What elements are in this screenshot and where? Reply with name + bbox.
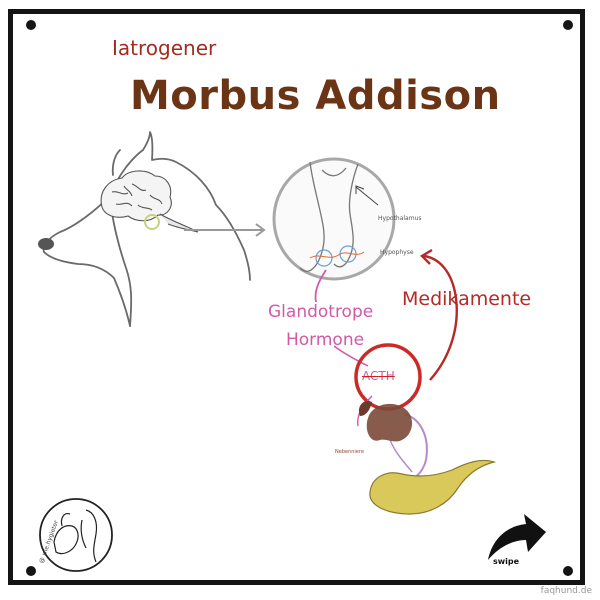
dog-head-icon: [42, 131, 251, 327]
subtitle: Iatrogener: [112, 36, 217, 60]
hypophyse-label: Hypophyse: [380, 249, 414, 256]
pointer-arrowhead: [255, 223, 266, 237]
poster-frame: [8, 9, 585, 585]
website-watermark: faqhund.de: [540, 586, 592, 596]
adrenal-gland-shape: [358, 400, 372, 416]
hormone-arrow-top: [314, 269, 327, 303]
medikamente-label: Medikamente: [402, 288, 532, 310]
feedback-arrowhead: [420, 248, 433, 265]
zoom-circle: [272, 157, 396, 281]
hypothalamus-shape: [299, 161, 359, 273]
feedback-arrow: [423, 254, 458, 381]
vessel-purple: [389, 439, 413, 473]
gland-vessel: [309, 251, 365, 259]
hormone-arrow-bottom: [333, 345, 369, 367]
glandotrope-label: Glandotrope: [268, 302, 374, 322]
brain-icon: [100, 170, 199, 233]
corner-dot: [26, 566, 36, 576]
logo-figure: [53, 509, 98, 563]
glandotrope-hormone-label: Glandotrope Hormone: [268, 298, 373, 354]
corner-dot: [563, 566, 573, 576]
swipe-label[interactable]: swipe: [493, 557, 520, 566]
dog-nose: [38, 238, 54, 250]
swipe-arrow-icon[interactable]: [488, 514, 546, 560]
hormone-label: Hormone: [286, 330, 365, 350]
nebenniere-label: Nebenniere: [335, 449, 364, 455]
hypothalamus-label: Hypothalamus: [378, 215, 422, 222]
page-title: Morbus Addison: [130, 73, 501, 119]
corner-dot: [26, 20, 36, 30]
yellow-organ: [369, 459, 497, 515]
acth-label: ACTH: [362, 369, 395, 383]
hypothalamus-pointer-head: [355, 185, 365, 194]
niere-label: Niere: [372, 424, 409, 438]
corner-dot: [563, 20, 573, 30]
hypothalamus-pointer: [355, 186, 379, 206]
gland-blob: [315, 249, 333, 267]
kidney-shape: [366, 403, 413, 442]
pituitary-marker: [144, 214, 160, 230]
